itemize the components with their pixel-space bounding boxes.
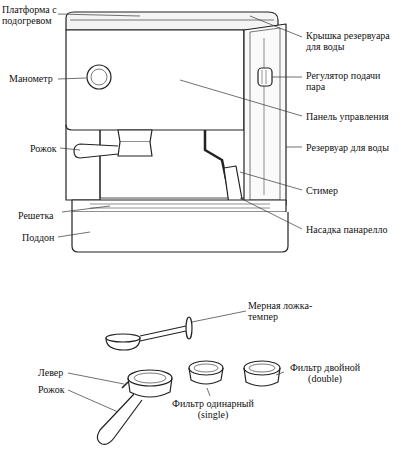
part-label: Платформа с подогревом [2, 4, 60, 26]
part-label: Рожок [30, 143, 57, 154]
part-label: Поддон [22, 232, 54, 243]
part-label: Панель управления [306, 111, 389, 122]
part-label: Крышка резервуара для воды [306, 30, 394, 52]
part-label: Мерная ложка-темпер [248, 300, 314, 322]
part-label: Насадка панарелло [306, 224, 387, 235]
part-label: Регулятор подачи пара [306, 70, 394, 92]
part-label: Левер [38, 367, 63, 378]
part-label: Манометр [9, 73, 53, 84]
part-label: Резервуар для воды [306, 142, 396, 153]
leader-lines [58, 14, 302, 412]
part-label: Рожок [38, 384, 65, 395]
part-label: Фильтр двойной (double) [286, 362, 364, 384]
part-label: Стимер [306, 185, 338, 196]
part-label: Решетка [18, 210, 54, 221]
part-label: Фильтр одинарный (single) [170, 398, 256, 420]
